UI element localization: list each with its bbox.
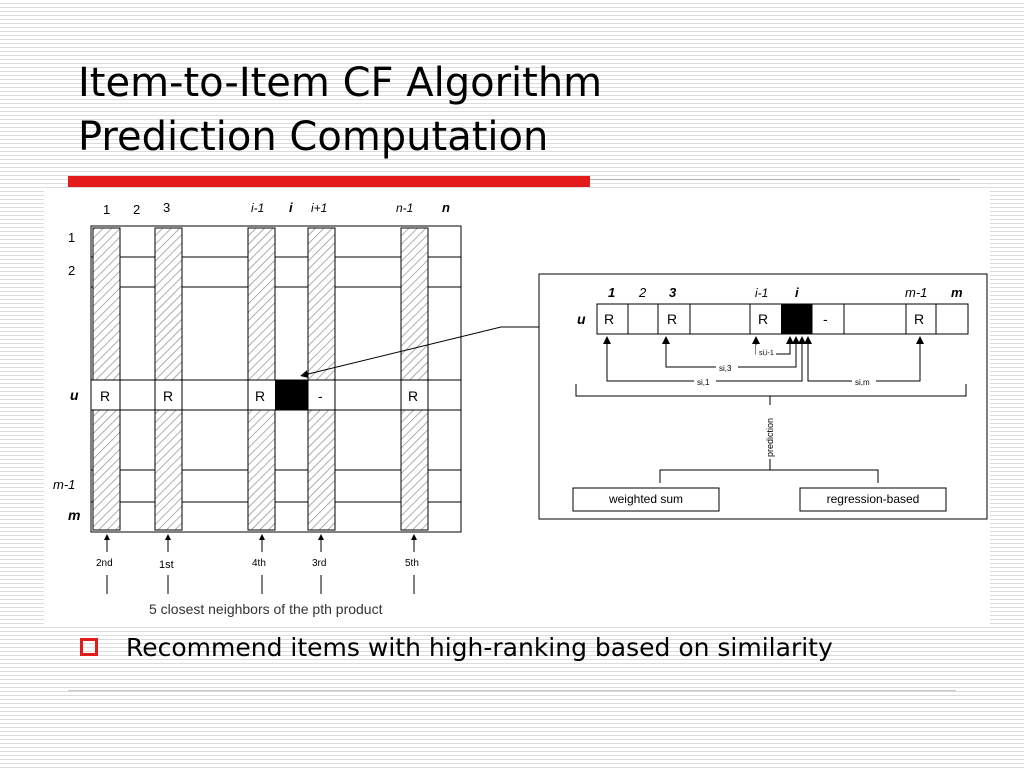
arrowhead <box>662 336 670 344</box>
neighbor-column-n-1 <box>400 227 429 531</box>
regression-based-box <box>799 487 947 512</box>
matrix-col-header: 2 <box>133 202 140 217</box>
matrix-cell-rating: R <box>100 388 110 404</box>
similarity-arrowheads <box>603 336 924 344</box>
arrowhead <box>786 336 794 344</box>
target-cell <box>275 380 308 410</box>
matrix-cell-rating: R <box>163 388 173 404</box>
detail-target-cell <box>781 304 812 334</box>
bullet-text: Recommend items with high-ranking based … <box>126 633 833 662</box>
matrix-cell-rating: R <box>408 388 418 404</box>
neighbor-rank-label: 1st <box>159 559 174 571</box>
arrowhead <box>916 336 924 344</box>
detail-col-header: m-1 <box>905 285 927 300</box>
title-divider-line <box>590 179 960 180</box>
neighbor-rank-label: 3rd <box>312 558 326 569</box>
matrix-col-header: i <box>289 200 293 215</box>
arrowhead <box>798 336 806 344</box>
matrix-col-header: i+1 <box>311 201 327 215</box>
sim-label: si,i-1 <box>759 350 774 357</box>
method-bracket <box>659 469 879 483</box>
detail-col-header: 1 <box>608 285 615 300</box>
matrix-grid <box>90 225 462 533</box>
matrix-row-header: m-1 <box>53 477 75 492</box>
prediction-label-bg <box>763 405 777 459</box>
detail-col-header: i-1 <box>755 286 768 300</box>
detail-cell-rating: R <box>604 311 614 327</box>
sim-label-bg <box>694 375 716 387</box>
matrix-cell-missing: - <box>318 388 323 404</box>
detail-col-header: 3 <box>669 285 677 300</box>
prediction-label: prediction <box>765 418 775 457</box>
matrix-row-header: 2 <box>68 263 75 278</box>
sim-label-bg <box>756 345 776 357</box>
matrix-col-header: 1 <box>103 202 110 217</box>
sim-label-bg <box>852 375 876 387</box>
sim-label: si,3 <box>719 364 732 373</box>
detail-col-header: 2 <box>638 285 647 300</box>
footer-divider-line <box>68 690 956 691</box>
prediction-brace <box>575 384 967 397</box>
neighbor-rank-label: 2nd <box>96 558 113 569</box>
matrix-col-header: n-1 <box>396 201 413 215</box>
slide-title: Item-to-Item CF Algorithm Prediction Com… <box>78 56 602 164</box>
arrowhead <box>804 336 812 344</box>
matrix-col-header: 3 <box>163 200 170 215</box>
neighbor-column-1 <box>92 227 121 531</box>
title-line-1: Item-to-Item CF Algorithm <box>78 60 603 106</box>
neighbors-caption: 5 closest neighbors of the pth product <box>149 601 383 617</box>
neighbor-column-3 <box>154 227 183 531</box>
sim-label-bg <box>716 361 738 373</box>
weighted-sum-label: weighted sum <box>608 492 683 506</box>
detail-row <box>596 303 969 335</box>
detail-col-header: i <box>795 285 799 300</box>
title-accent-bar <box>68 176 590 187</box>
title-line-2: Prediction Computation <box>78 114 549 160</box>
regression-based-label: regression-based <box>827 492 920 506</box>
neighbor-rank-label: 5th <box>405 558 419 569</box>
arrowhead <box>792 336 800 344</box>
detail-cell-rating: R <box>667 311 677 327</box>
sim-label: si,m <box>855 378 870 387</box>
arrowhead <box>603 336 611 344</box>
matrix-col-header: n <box>442 200 450 215</box>
neighbor-column-i-1 <box>247 227 276 531</box>
weighted-sum-box <box>572 487 720 512</box>
matrix-row-header: 1 <box>68 230 75 245</box>
matrix-cell-rating: R <box>255 388 265 404</box>
detail-col-header: m <box>951 285 963 300</box>
matrix-col-header: i-1 <box>251 201 264 215</box>
detail-connector-line <box>300 326 568 378</box>
matrix-border <box>90 225 462 533</box>
matrix-row-header: m <box>68 507 80 523</box>
arrowhead <box>752 336 760 344</box>
detail-cell-missing: - <box>823 311 828 327</box>
matrix-row-header: u <box>70 387 79 403</box>
neighbor-rank-arrows <box>104 534 417 594</box>
sim-label: si,1 <box>697 378 710 387</box>
neighbor-rank-label: 4th <box>252 558 266 569</box>
detail-row-label: u <box>577 311 586 327</box>
neighbor-column-i+1 <box>307 227 336 531</box>
bullet-point: Recommend items with high-ranking based … <box>80 633 833 663</box>
square-bullet-icon <box>80 638 98 656</box>
detail-cell-rating: R <box>914 311 924 327</box>
detail-cell-rating: R <box>758 311 768 327</box>
